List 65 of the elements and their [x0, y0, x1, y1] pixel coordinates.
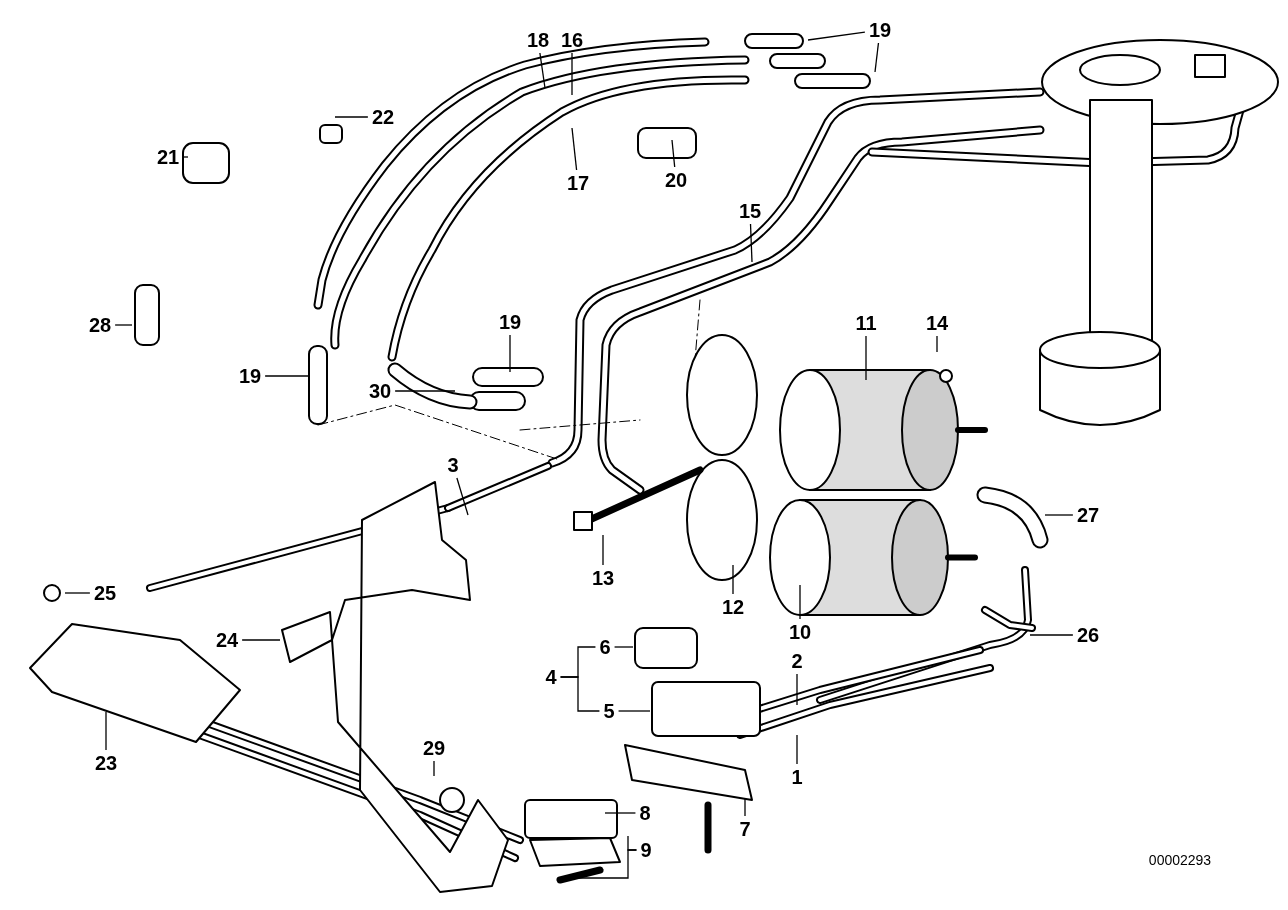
callout-number: 13 — [590, 567, 616, 589]
drawing-number: 00002293 — [1148, 852, 1212, 868]
leader-line — [182, 156, 189, 158]
leader-line — [627, 835, 638, 851]
callout-number: 19 — [237, 365, 263, 387]
callout-number: 17 — [565, 172, 591, 194]
leader-line — [456, 477, 469, 516]
leader-line — [613, 646, 634, 648]
callout-number: 10 — [787, 621, 813, 643]
leader-line — [1044, 514, 1074, 516]
leader-line — [749, 223, 753, 263]
leader-line — [796, 673, 798, 706]
leader-line — [539, 52, 546, 89]
callout-number: 16 — [559, 29, 585, 51]
callout-number: 21 — [155, 146, 181, 168]
leader-line — [604, 812, 637, 814]
leader-line — [334, 116, 369, 118]
leader-line — [602, 534, 604, 566]
callout-number: 8 — [638, 802, 652, 824]
leader-line — [571, 127, 578, 171]
leader-line — [744, 797, 746, 817]
callout-number: 29 — [421, 737, 447, 759]
leader-line — [1029, 634, 1074, 636]
callout-number: 7 — [738, 818, 752, 840]
callout-number: 2 — [790, 650, 804, 672]
leader-line — [559, 676, 601, 712]
leader-line — [394, 390, 456, 392]
callout-number: 25 — [92, 582, 118, 604]
leader-line — [509, 334, 511, 373]
leader-line — [114, 324, 133, 326]
leader-line — [874, 42, 880, 73]
leader-line — [796, 734, 798, 765]
callout-number: 14 — [924, 312, 950, 334]
callout-number: 19 — [867, 19, 893, 41]
callout-number: 28 — [87, 314, 113, 336]
callout-number: 26 — [1075, 624, 1101, 646]
leader-line — [865, 335, 867, 381]
callout-number: 5 — [602, 700, 616, 722]
leader-line — [807, 31, 866, 41]
callout-number: 1 — [790, 766, 804, 788]
callout-number: 22 — [370, 106, 396, 128]
callout-number: 30 — [367, 380, 393, 402]
callout-number: 4 — [544, 666, 558, 688]
callout-number: 23 — [93, 752, 119, 774]
leader-line — [64, 592, 91, 594]
callout-number: 12 — [720, 596, 746, 618]
leader-line — [264, 375, 309, 377]
callout-number: 15 — [737, 200, 763, 222]
leader-line — [617, 710, 651, 712]
callout-number: 24 — [214, 629, 240, 651]
callout-number: 11 — [854, 312, 878, 334]
leader-line — [571, 52, 573, 96]
leader-line — [936, 335, 938, 353]
callout-number: 19 — [497, 311, 523, 333]
leader-line — [241, 639, 281, 641]
leader-line — [105, 711, 107, 751]
callout-number: 9 — [639, 839, 653, 861]
callout-number: 27 — [1075, 504, 1101, 526]
leader-line — [433, 760, 435, 777]
callout-number: 18 — [525, 29, 551, 51]
callout-number: 6 — [598, 636, 612, 658]
leader-line — [732, 564, 734, 595]
callout-number: 20 — [663, 169, 689, 191]
leader-line — [671, 139, 676, 168]
callout-number: 3 — [446, 454, 460, 476]
